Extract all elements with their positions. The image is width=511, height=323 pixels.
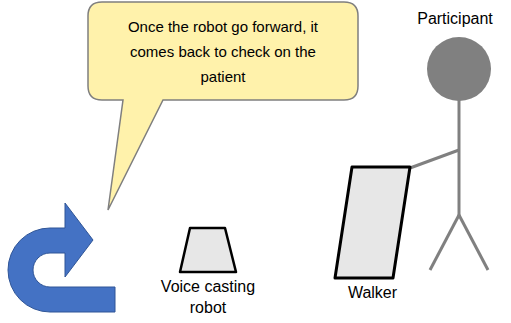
outline (88, 2, 358, 210)
participant-leg (430, 215, 459, 270)
outline (335, 167, 410, 278)
outline (180, 228, 236, 272)
node-outline (335, 167, 410, 278)
u-turn-arrow (8, 203, 115, 312)
participant-leg (459, 215, 488, 270)
bubble-text: Once the robot go forward, it comes back… (114, 14, 332, 89)
shape-label: Voice casting robot (143, 276, 273, 318)
walker-shape: Walker (335, 167, 410, 278)
participant-arm (410, 150, 459, 168)
participant-body (458, 100, 461, 216)
robot-shape: Voice casting robot (180, 228, 236, 272)
figure-label: Participant (405, 9, 505, 29)
node-outline (180, 228, 236, 272)
shape-label: Walker (323, 282, 423, 303)
speech-bubble: Once the robot go forward, it comes back… (88, 2, 358, 100)
participant-head (427, 37, 491, 101)
